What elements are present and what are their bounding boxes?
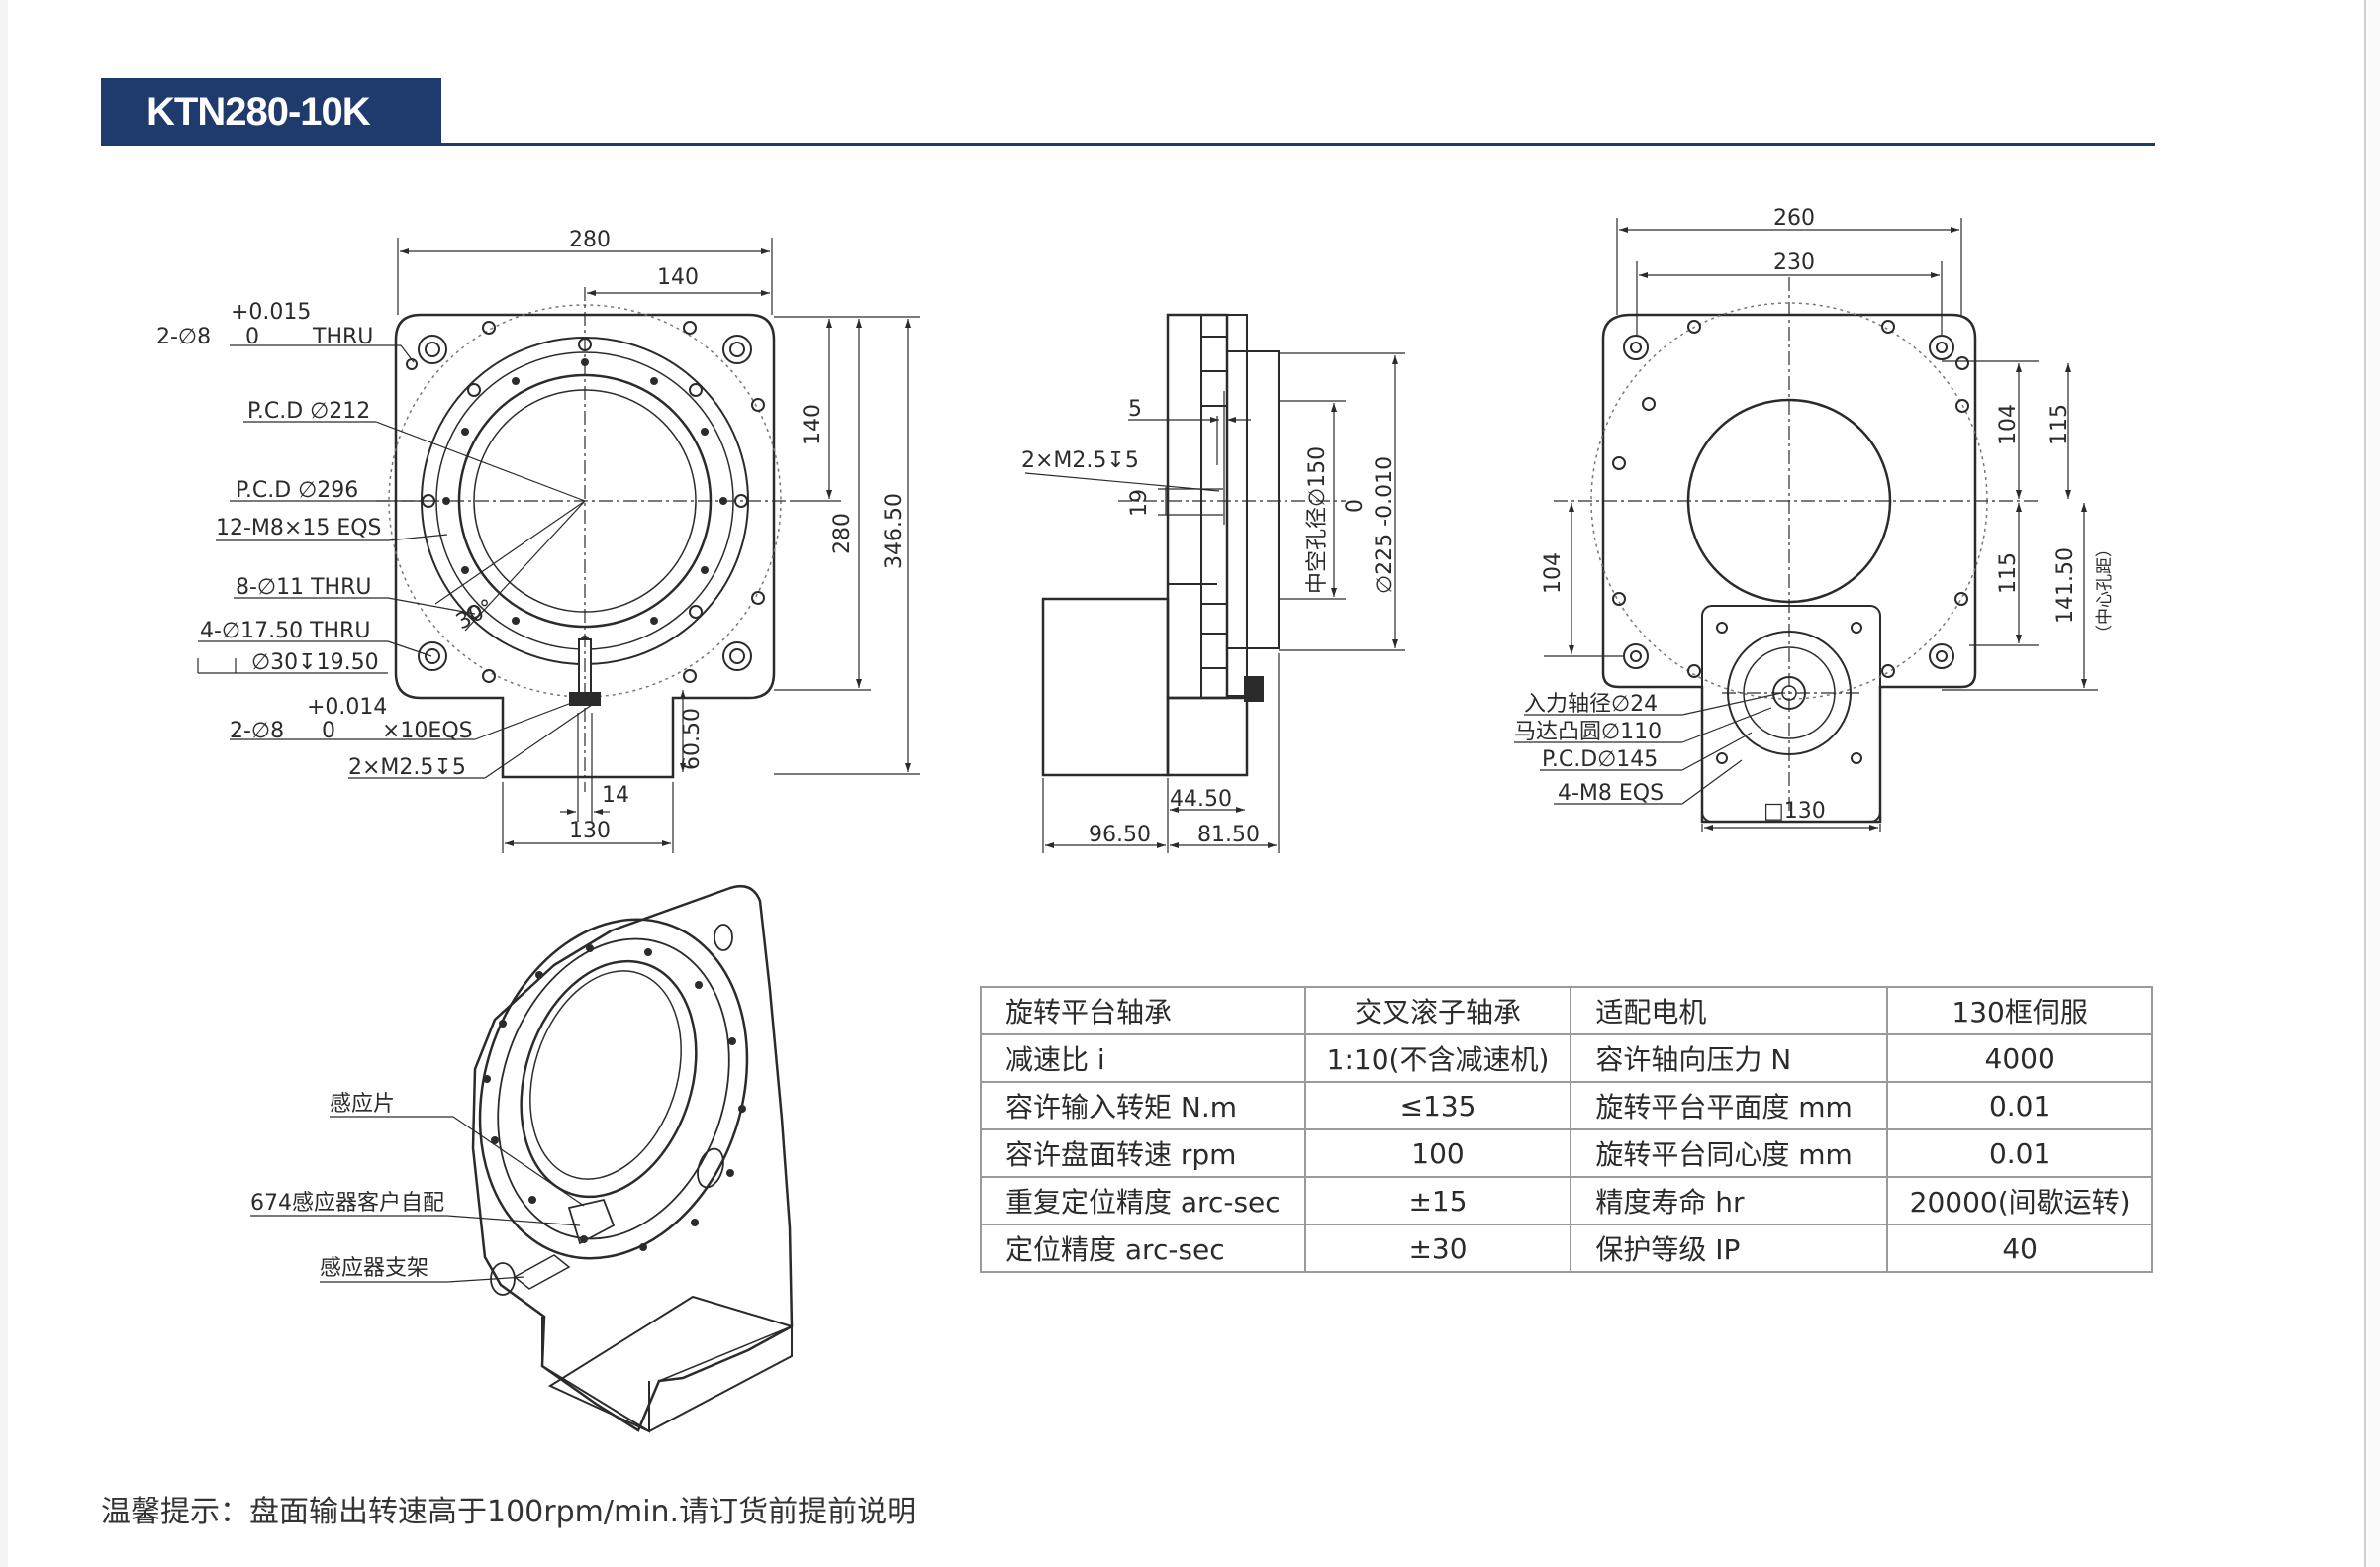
label-sensor-customer: 674感应器客户自配 — [250, 1191, 444, 1216]
dim-141-50: 141.50 — [2053, 547, 2078, 624]
side-view-labels: 5 2×M2.5↧5 19 中空孔径∅150 0 ∅225 -0.010 44.… — [1021, 397, 1397, 847]
dim-81-50: 81.50 — [1197, 823, 1260, 847]
thru-1: THRU — [312, 325, 373, 349]
spec-label: 旋转平台平面度 mm — [1570, 1081, 1889, 1130]
front-view — [197, 238, 920, 853]
dim-96-50: 96.50 — [1089, 823, 1151, 847]
spec-value: 交叉滚子轴承 — [1303, 986, 1572, 1035]
dim-115-b: 115 — [1996, 552, 2021, 594]
spec-label: 重复定位精度 arc-sec — [980, 1176, 1306, 1225]
dim-140-vertical: 140 — [801, 404, 825, 445]
isometric-view-labels: 感应片 674感应器客户自配 感应器支架 — [250, 1092, 444, 1281]
dim-130-front: 130 — [569, 819, 611, 843]
dim-280: 280 — [569, 228, 611, 252]
pin-hole-2: 2-∅8 — [230, 719, 284, 743]
angle-30: 30° — [452, 595, 498, 635]
dim-14: 14 — [602, 783, 629, 808]
spec-value: 1:10(不含减速机) — [1303, 1033, 1572, 1083]
dim-230: 230 — [1773, 250, 1815, 275]
pcd-212-label: P.C.D ∅212 — [247, 399, 370, 424]
spec-value: ≤135 — [1303, 1081, 1572, 1130]
spec-label: 容许盘面转速 rpm — [980, 1128, 1306, 1178]
square-130-label: □130 — [1763, 799, 1826, 824]
dim-115-a: 115 — [2047, 404, 2072, 445]
bottom-view — [1514, 218, 2098, 832]
spec-value: 0.01 — [1886, 1128, 2153, 1178]
spec-value: 40 — [1886, 1224, 2153, 1273]
m25-label-front: 2×M2.5↧5 — [348, 755, 466, 780]
spec-label: 定位精度 arc-sec — [980, 1224, 1306, 1273]
spec-label: 适配电机 — [1570, 986, 1889, 1035]
spec-label: 旋转平台轴承 — [980, 986, 1306, 1035]
dim-5: 5 — [1128, 397, 1142, 422]
spec-value: 100 — [1303, 1128, 1572, 1178]
dim-260: 260 — [1773, 206, 1815, 231]
pin-hole-1: 2-∅8 — [156, 325, 211, 349]
header-rule — [101, 143, 2155, 146]
input-shaft-label: 入力轴径∅24 — [1524, 692, 1658, 717]
side-view — [1024, 313, 1405, 853]
tol-lower-1: 0 — [245, 325, 259, 349]
label-sensor-bracket: 感应器支架 — [320, 1256, 428, 1281]
dia-225-label: ∅225 -0.010 — [1373, 456, 1397, 594]
spec-label: 容许输入转矩 N.m — [980, 1081, 1306, 1130]
label-sensor-plate: 感应片 — [330, 1092, 395, 1117]
tol-upper-1: +0.015 — [231, 300, 311, 325]
spec-value: 4000 — [1886, 1033, 2153, 1083]
spec-label: 减速比 i — [980, 1033, 1306, 1083]
dim-280-vertical: 280 — [830, 513, 855, 554]
dim-19: 19 — [1127, 489, 1152, 517]
pcd-296-label: P.C.D ∅296 — [236, 478, 358, 503]
front-view-labels: 280 140 +0.015 2-∅8 0 THRU P.C.D ∅212 P.… — [156, 228, 906, 843]
dim-346-50: 346.50 — [882, 493, 906, 569]
spec-label: 保护等级 IP — [1570, 1224, 1889, 1273]
spec-value: ±15 — [1303, 1176, 1572, 1225]
spec-label: 旋转平台同心度 mm — [1570, 1128, 1889, 1178]
spec-value: ±30 — [1303, 1224, 1572, 1273]
dim-44-50: 44.50 — [1170, 787, 1232, 812]
spec-value: 20000(间歇运转) — [1886, 1176, 2153, 1225]
page-edge-left — [0, 0, 8, 1567]
footnote: 温馨提示：盘面输出转速高于100rpm/min.请订货前提前说明 — [101, 1495, 917, 1529]
tol-lower-2: 0 — [322, 719, 335, 743]
page-edge-right — [2364, 0, 2380, 1567]
dim-140: 140 — [657, 265, 699, 290]
tol-upper-225: 0 — [1343, 499, 1368, 513]
holes-11-label: 8-∅11 THRU — [236, 575, 371, 600]
center-distance-note: （中心孔距） — [2095, 540, 2115, 641]
spec-label: 容许轴向压力 N — [1570, 1033, 1889, 1083]
hollow-bore-label: 中空孔径∅150 — [1305, 446, 1330, 594]
holes-17-label: 4-∅17.50 THRU — [200, 619, 370, 643]
spec-label: 精度寿命 hr — [1570, 1176, 1889, 1225]
dim-104-b: 104 — [1541, 552, 1566, 594]
motor-boss-label: 马达凸圆∅110 — [1514, 720, 1662, 744]
pcd-145-label: P.C.D∅145 — [1542, 747, 1658, 772]
spec-value: 130框伺服 — [1886, 986, 2153, 1035]
m25-label-side: 2×M2.5↧5 — [1021, 448, 1139, 473]
m8-holes-label: 12-M8×15 EQS — [216, 516, 382, 540]
isometric-view — [250, 884, 794, 1433]
bottom-view-labels: 260 230 104 115 104 115 141.50 （中心孔距） 入力… — [1514, 206, 2115, 824]
model-title: KTN280-10K — [101, 78, 441, 146]
tol-upper-2: +0.014 — [307, 695, 387, 720]
spec-value: 0.01 — [1886, 1081, 2153, 1130]
eqs-10-label: ×10EQS — [382, 719, 473, 743]
counterbore-label: ∅30↧19.50 — [251, 650, 379, 675]
dim-104-a: 104 — [1996, 404, 2021, 445]
dim-60-50: 60.50 — [680, 708, 705, 770]
m8-eqs-label: 4-M8 EQS — [1558, 781, 1664, 806]
